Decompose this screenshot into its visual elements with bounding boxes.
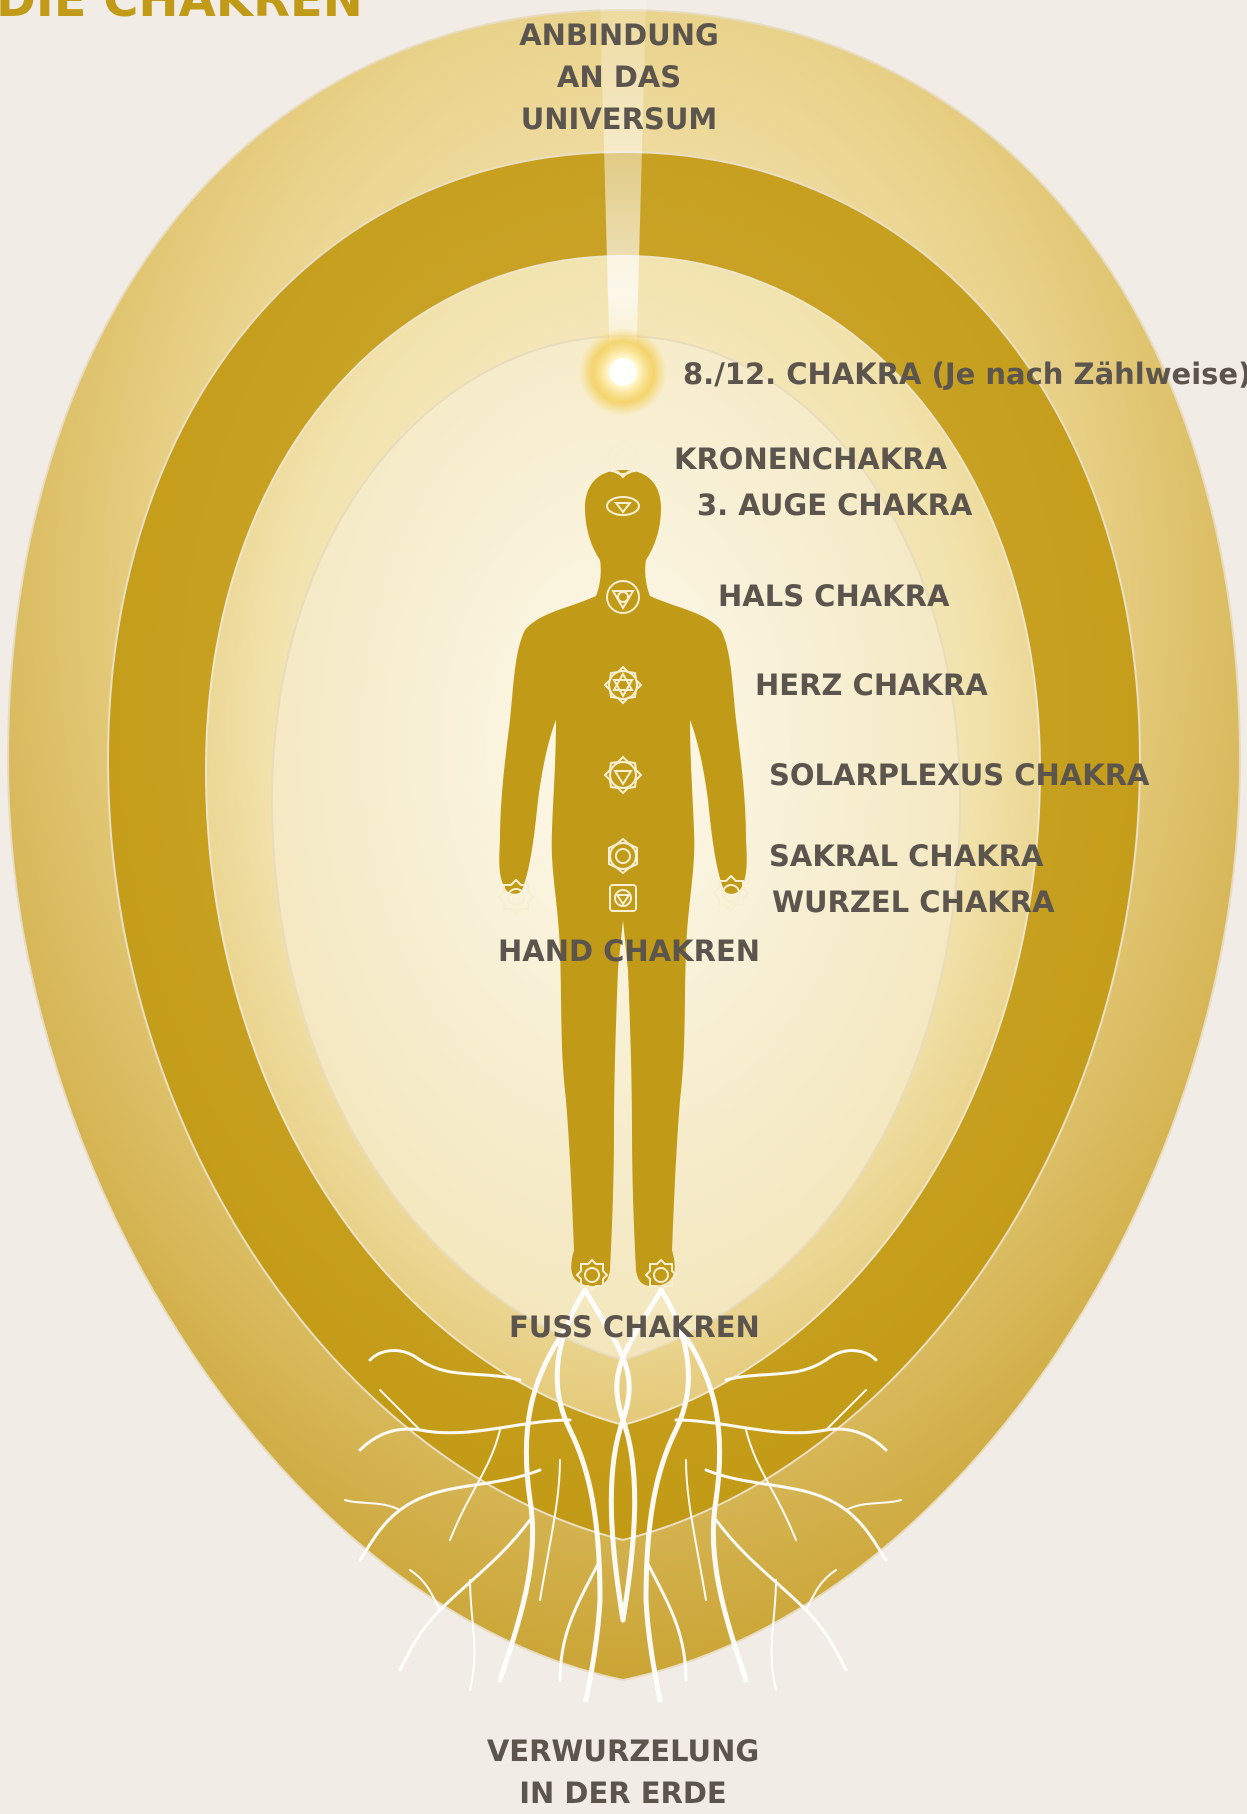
label-universe: ANBINDUNG AN DAS UNIVERSUM	[519, 14, 719, 140]
page-title: DIE CHAKREN	[0, 0, 363, 28]
label-feet: FUSS CHAKREN	[509, 1313, 760, 1342]
chakra8-core	[609, 358, 637, 386]
label-earth: VERWURZELUNG IN DER ERDE	[487, 1730, 759, 1814]
label-heart: HERZ CHAKRA	[755, 671, 988, 700]
label-root: WURZEL CHAKRA	[772, 888, 1055, 917]
label-hands: HAND CHAKREN	[498, 937, 760, 966]
label-throat: HALS CHAKRA	[718, 582, 949, 611]
label-crown: KRONENCHAKRA	[674, 445, 947, 474]
label-sacral: SAKRAL CHAKRA	[769, 842, 1043, 871]
label-chakra8: 8./12. CHAKRA (Je nach Zählweise)	[683, 360, 1247, 389]
label-third-eye: 3. AUGE CHAKRA	[697, 491, 972, 520]
label-solar-plexus: SOLARPLEXUS CHAKRA	[769, 761, 1149, 790]
